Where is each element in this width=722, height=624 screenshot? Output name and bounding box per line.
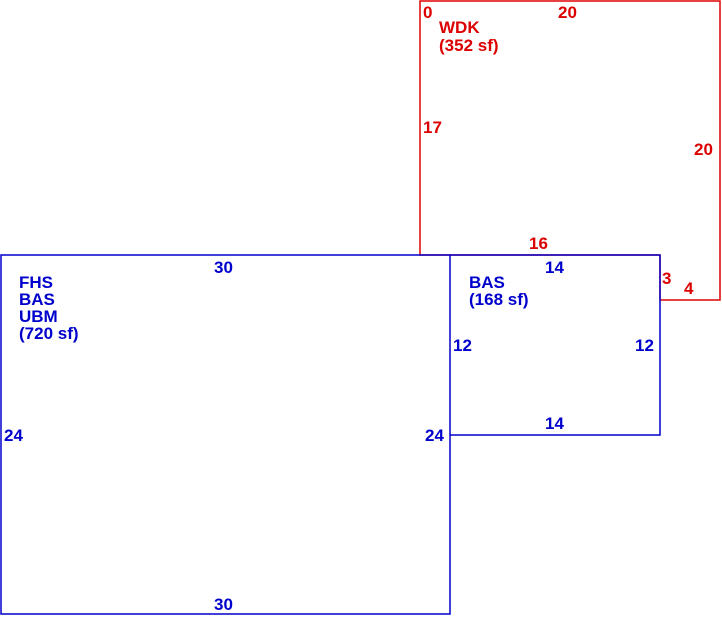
deck-dim-step-horizontal: 4: [684, 279, 694, 298]
addition-dim-top: 14: [545, 258, 564, 277]
addition-area-value: (168 sf): [469, 290, 529, 309]
main-dim-right: 24: [425, 426, 444, 445]
deck-dim-right: 20: [694, 140, 713, 159]
deck-dim-top: 20: [558, 3, 577, 22]
main-area: FHS BAS UBM (720 sf) 30 30 24 24: [0, 254, 451, 615]
main-outline: [0, 254, 451, 615]
main-code-bas: BAS: [19, 290, 55, 309]
deck-area-value: (352 sf): [439, 36, 499, 55]
addition-code-bas: BAS: [469, 273, 505, 292]
addition-dim-left: 12: [453, 336, 472, 355]
main-dim-top: 30: [214, 258, 233, 277]
addition-dim-bottom: 14: [545, 414, 564, 433]
main-dim-left: 24: [4, 426, 23, 445]
deck-dim-corner: 0: [423, 3, 432, 22]
deck-dim-left: 17: [423, 118, 442, 137]
main-area-value: (720 sf): [19, 324, 79, 343]
addition-dim-right: 12: [635, 336, 654, 355]
main-code-fhs: FHS: [19, 273, 53, 292]
main-code-ubm: UBM: [19, 307, 58, 326]
addition-area: BAS (168 sf) 14 14 12 12: [450, 254, 661, 436]
deck-dim-step-vertical: 3: [662, 269, 671, 288]
deck-dim-bottom: 16: [529, 234, 548, 253]
deck-code-wdk: WDK: [439, 18, 480, 37]
main-dim-bottom: 30: [214, 595, 233, 614]
addition-outline: [450, 254, 661, 436]
